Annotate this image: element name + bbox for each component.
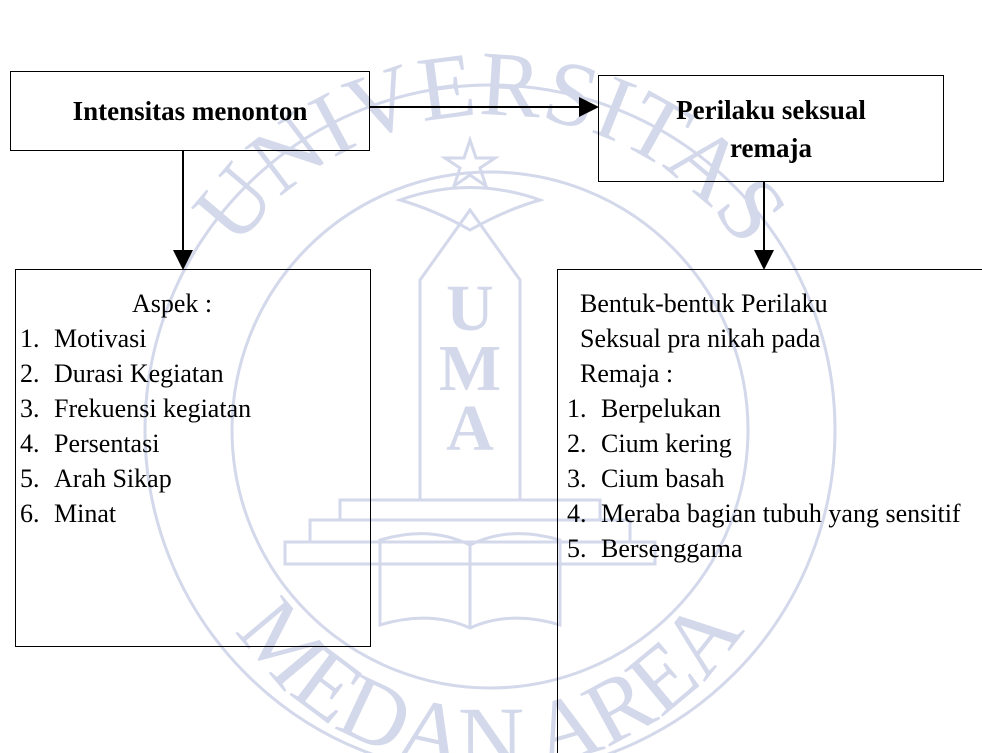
bentuk-box: Bentuk-bentuk Perilaku Seksual pra nikah…	[557, 269, 982, 753]
watermark-letter-u: U	[446, 272, 494, 345]
aspek-item-text: Persentasi	[54, 429, 160, 458]
bentuk-item: 2. Cium kering	[567, 426, 982, 461]
aspek-item-text: Motivasi	[54, 324, 147, 353]
aspek-item-text: Frekuensi kegiatan	[54, 394, 252, 423]
bentuk-list: 1. Berpelukan 2. Cium kering 3. Cium basah 4. M…	[567, 391, 982, 566]
aspek-item-text: Durasi Kegiatan	[54, 359, 224, 388]
bentuk-item-number: 1.	[567, 394, 587, 423]
bentuk-item-text: Bersenggama	[601, 534, 743, 563]
aspek-item-number: 3.	[20, 394, 40, 423]
bentuk-item: 5. Bersenggama	[567, 531, 982, 566]
bentuk-item-text: Cium basah	[601, 464, 725, 493]
perilaku-label: Perilaku seksual remaja	[676, 94, 866, 163]
watermark-letter-a: A	[446, 392, 494, 465]
perilaku-box: Perilaku seksual remaja	[598, 75, 944, 182]
aspek-item-number: 1.	[20, 324, 40, 353]
aspek-item: 6. Minat	[20, 496, 370, 531]
aspek-item-number: 6.	[20, 499, 40, 528]
intensitas-label: Intensitas menonton	[72, 96, 308, 126]
bentuk-item-text: Meraba bagian tubuh yang sensitif	[601, 499, 961, 528]
aspek-item: 4. Persentasi	[20, 426, 370, 461]
aspek-item-text: Arah Sikap	[54, 464, 172, 493]
aspek-item-number: 2.	[20, 359, 40, 388]
bentuk-item: 4. Meraba bagian tubuh yang sensitif	[567, 496, 982, 531]
bentuk-item-text: Cium kering	[601, 429, 732, 458]
bentuk-item-text: Berpelukan	[601, 394, 721, 423]
aspek-heading: Aspek :	[132, 289, 213, 318]
aspek-item-text: Minat	[54, 499, 117, 528]
aspek-item: 3. Frekuensi kegiatan	[20, 391, 370, 426]
aspek-item: 5. Arah Sikap	[20, 461, 370, 496]
aspek-item: 2. Durasi Kegiatan	[20, 356, 370, 391]
watermark-letter-m: M	[439, 332, 501, 405]
intensitas-box: Intensitas menonton	[10, 71, 370, 151]
aspek-item: 1. Motivasi	[20, 321, 370, 356]
bentuk-item: 1. Berpelukan	[567, 391, 982, 426]
bentuk-item-number: 5.	[567, 534, 587, 563]
bentuk-item-number: 3.	[567, 464, 587, 493]
aspek-item-number: 5.	[20, 464, 40, 493]
bentuk-heading: Bentuk-bentuk Perilaku Seksual pra nikah…	[580, 289, 828, 388]
bentuk-item-number: 2.	[567, 429, 587, 458]
aspek-list: 1. Motivasi 2. Durasi Kegiatan 3. Frekuensi k…	[20, 321, 370, 531]
bentuk-item: 3. Cium basah	[567, 461, 982, 496]
bentuk-item-number: 4.	[567, 499, 587, 528]
aspek-item-number: 4.	[20, 429, 40, 458]
aspek-box: Aspek : 1. Motivasi 2. Durasi Kegiatan 3. Fre…	[15, 269, 371, 647]
